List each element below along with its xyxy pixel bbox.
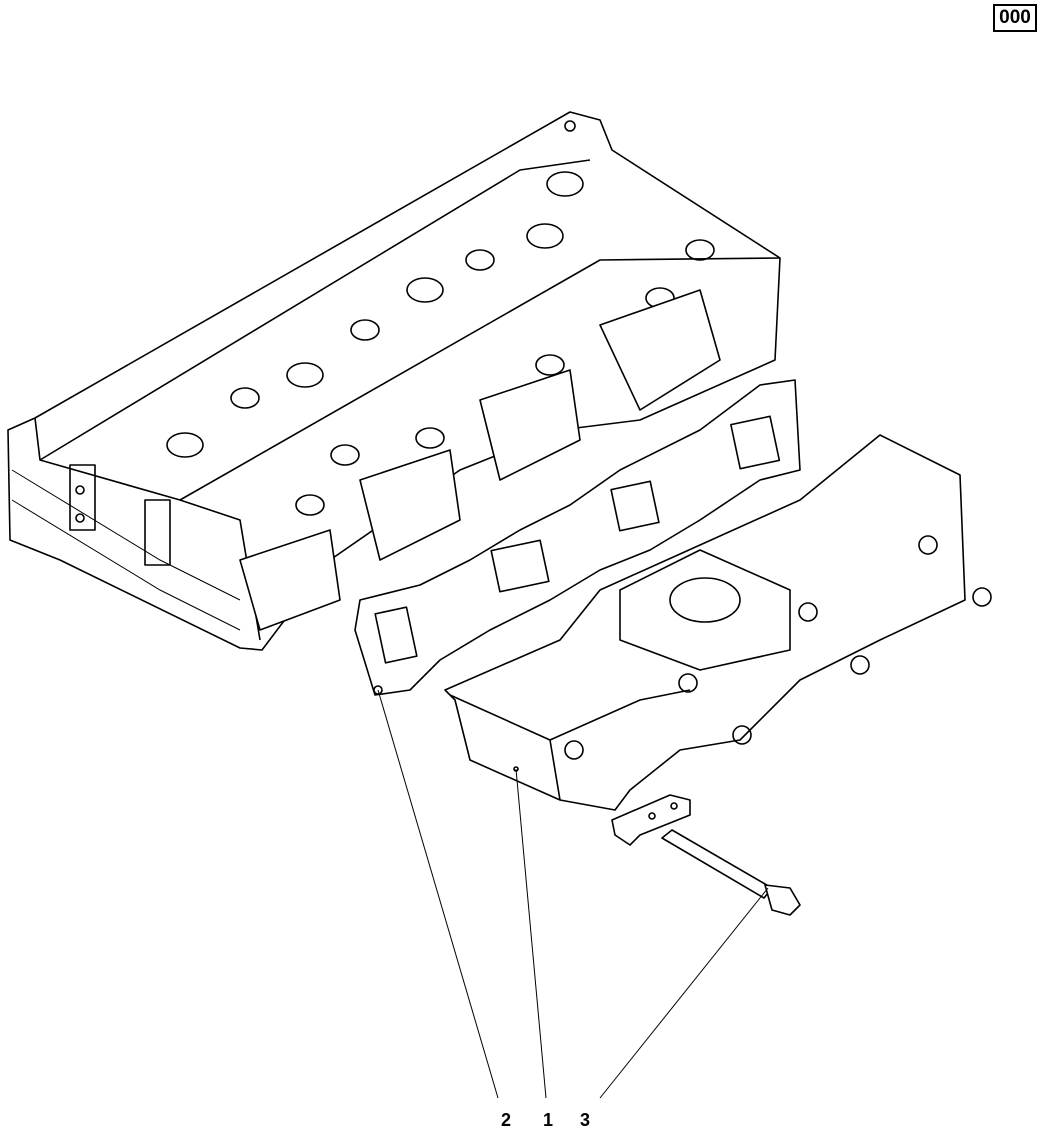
bolt [661, 829, 801, 916]
leader-lines [377, 689, 769, 1099]
cylinder-head [7, 111, 781, 651]
callout-1: 1 [543, 1110, 554, 1130]
page-code-box: 000 [993, 4, 1037, 32]
callout-3: 3 [580, 1110, 591, 1130]
gasket [354, 379, 801, 696]
callout-2: 2 [501, 1110, 512, 1130]
valve-ports [166, 171, 715, 516]
bracket [611, 794, 691, 846]
exhaust-manifold [444, 434, 992, 811]
manifold-studs [564, 535, 992, 760]
